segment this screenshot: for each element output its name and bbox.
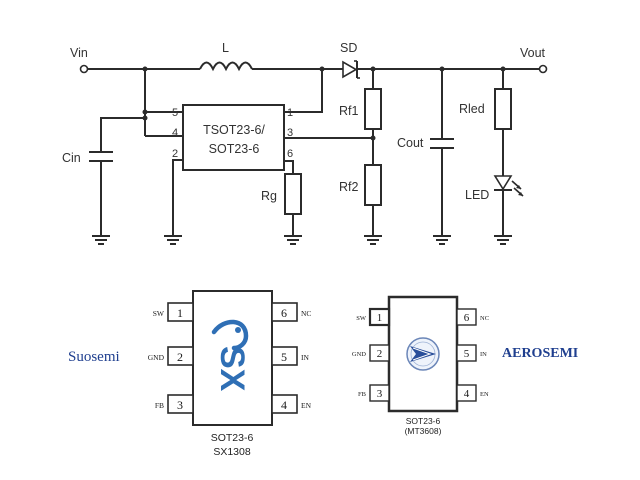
led-label: LED (465, 188, 489, 202)
vin-terminal (79, 64, 89, 74)
brand-suosemi: Suosemi (68, 349, 120, 365)
ic-pin4-number: 4 (172, 127, 178, 139)
pin-name: EN (480, 391, 489, 398)
rf2-label: Rf2 (339, 180, 359, 194)
schematic: TSOT23-6/ SOT23-6 5 4 2 1 3 6 Rg Rf1 Rf2 (62, 41, 548, 245)
pin-name: FB (155, 401, 164, 410)
ground-symbol (494, 235, 512, 245)
wire-cin-top (100, 117, 145, 151)
rf2-resistor (364, 164, 382, 206)
pin-name: IN (301, 353, 309, 362)
junction-dot (142, 109, 148, 115)
junction-dot (142, 115, 148, 121)
ground-symbol (284, 235, 302, 245)
package-label: SOT23-6 (406, 416, 441, 426)
pin-box (369, 344, 390, 362)
pin-name: NC (301, 309, 311, 318)
pin-name: GND (352, 351, 366, 358)
pin-box (456, 384, 477, 402)
inductor-coil (199, 61, 253, 72)
wire-pin6 (284, 160, 294, 174)
chip-sx1308: 1 2 3 4 5 6 SW GND FB EN IN NC SX Suosem… (68, 290, 312, 458)
ground-symbol (364, 235, 382, 245)
rg-resistor (284, 173, 302, 215)
vout-label: Vout (520, 46, 546, 60)
sx-logo-icon: SX (211, 319, 251, 392)
pin-box (456, 344, 477, 362)
pin-name: NC (480, 315, 489, 322)
cout-label: Cout (397, 136, 424, 150)
vout-terminal (538, 64, 548, 74)
pin-number: 4 (464, 388, 470, 400)
ground-symbol (433, 235, 451, 245)
pin-name: SW (153, 309, 165, 318)
rled-resistor (494, 88, 512, 130)
ic-pin5-number: 5 (172, 107, 178, 119)
aerosemi-logo-icon (406, 337, 440, 371)
rg-label: Rg (261, 189, 277, 203)
pin-name: FB (358, 391, 367, 398)
pin-number: 2 (177, 350, 183, 364)
pin-box (369, 384, 390, 402)
wire-pin2-gnd (172, 159, 183, 236)
part-label: SX1308 (213, 446, 251, 458)
pin-number: 5 (281, 350, 287, 364)
brand-aerosemi: AEROSEMI (502, 346, 578, 361)
pin-box (456, 308, 477, 326)
pin-box (368, 307, 391, 327)
diode-label: SD (340, 41, 357, 55)
wire-pin1-sw (284, 69, 323, 113)
pin-box (167, 346, 194, 366)
ground-symbol (92, 235, 110, 245)
inductor-label: L (222, 41, 229, 55)
pin-number: 1 (377, 312, 383, 324)
pin-number: 6 (464, 312, 470, 324)
pin-number: 5 (464, 348, 470, 360)
led-symbol (493, 175, 524, 197)
ic-body (182, 104, 285, 171)
ic-pin3-number: 3 (287, 127, 293, 139)
pin-name: EN (301, 401, 312, 410)
pin-number: 1 (177, 306, 183, 320)
pin-name: SW (356, 315, 367, 322)
rf1-resistor (364, 88, 382, 130)
pin-name: IN (480, 351, 487, 358)
pin-name: GND (148, 353, 165, 362)
pin-number: 3 (377, 388, 383, 400)
ic-pin2-number: 2 (172, 148, 178, 160)
package-label: SOT23-6 (211, 432, 254, 444)
pin-number: 2 (377, 348, 383, 360)
ground-symbol (164, 235, 182, 245)
pin-number: 6 (281, 306, 287, 320)
cin-label: Cin (62, 151, 81, 165)
pin-box (271, 394, 298, 414)
part-label: (MT3608) (405, 426, 442, 436)
pin-box (167, 394, 194, 414)
pin-box (167, 302, 194, 322)
ic-name-line1: TSOT23-6/ (203, 123, 265, 137)
pin-box (271, 346, 298, 366)
ic-name-line2: SOT23-6 (209, 142, 260, 156)
vin-label: Vin (70, 46, 88, 60)
rled-label: Rled (459, 102, 485, 116)
pin-number: 3 (177, 398, 183, 412)
pin-number: 4 (281, 398, 287, 412)
ic-pin6-number: 6 (287, 148, 293, 160)
sx-logo-text: SX (213, 346, 251, 392)
rf1-label: Rf1 (339, 104, 359, 118)
chip-mt3608: 1 2 3 4 5 6 SW GND FB EN IN NC AEROSEMI … (352, 295, 578, 436)
pin-box (271, 302, 298, 322)
